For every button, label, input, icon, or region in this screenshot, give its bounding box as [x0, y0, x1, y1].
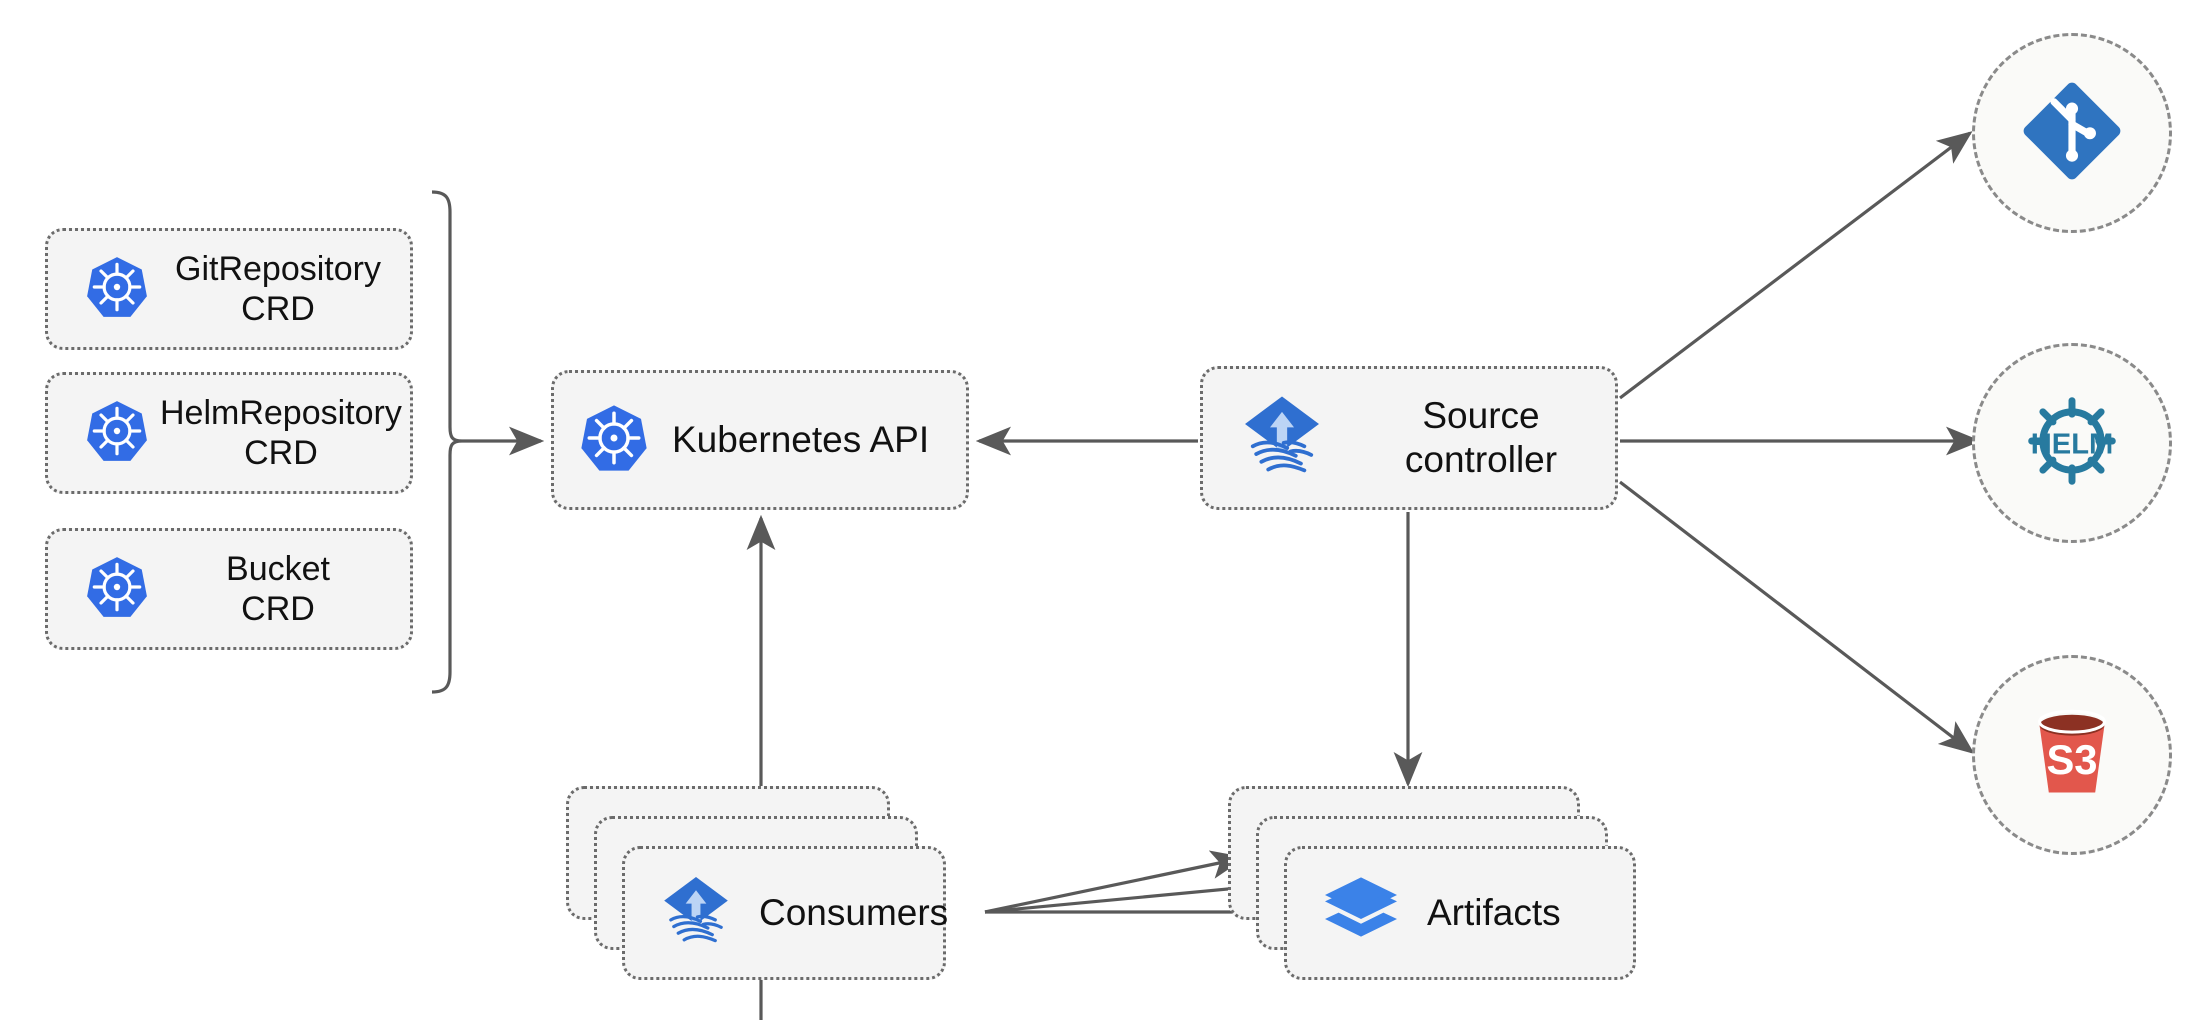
layers-icon [1321, 871, 1401, 956]
consumers-card-front[interactable]: Consumers [622, 846, 949, 980]
kubernetes-icon [84, 254, 150, 325]
crd-label: GitRepository CRD [175, 249, 381, 328]
crd-group-bracket [431, 190, 463, 694]
crd-label: Bucket CRD [226, 549, 330, 628]
kubernetes-icon [84, 398, 150, 469]
artifacts-label: Artifacts [1427, 892, 1561, 933]
consumers-stack[interactable]: Consumers [566, 786, 948, 980]
flux-icon [1239, 393, 1325, 484]
kubernetes-api-node[interactable]: Kubernetes API [551, 370, 969, 510]
source-controller-label: Source controller [1404, 395, 1558, 480]
crd-label: HelmRepository CRD [160, 393, 402, 472]
kubernetes-icon [84, 554, 150, 625]
crd-box-bucket[interactable]: Bucket CRD [45, 528, 413, 650]
kubernetes-api-label: Kubernetes API [672, 419, 930, 461]
crd-box-gitrepository[interactable]: GitRepository CRD [45, 228, 413, 350]
artifacts-card-front[interactable]: Artifacts [1284, 846, 1636, 980]
s3-label: S3 [2046, 735, 2097, 782]
s3-bucket-icon: S3 [2014, 695, 2130, 816]
edge-controller-to-git [1619, 131, 1973, 400]
artifacts-stack[interactable]: Artifacts [1228, 786, 1638, 980]
flux-icon [659, 874, 733, 953]
crd-box-helmrepository[interactable]: HelmRepository CRD [45, 372, 413, 494]
kubernetes-icon [578, 402, 650, 479]
edge-controller-to-s3 [1619, 480, 1975, 754]
external-source-helm[interactable]: HELM [1972, 343, 2172, 543]
external-source-git[interactable] [1972, 33, 2172, 233]
source-controller-node[interactable]: Source controller [1200, 366, 1618, 510]
external-source-s3[interactable]: S3 [1972, 655, 2172, 855]
helm-label: HELM [2031, 428, 2113, 460]
consumers-label: Consumers [759, 892, 949, 933]
helm-icon: HELM [2016, 385, 2128, 502]
git-icon [2016, 75, 2128, 192]
edge-consumers-to-artifact-1 [984, 850, 1247, 914]
